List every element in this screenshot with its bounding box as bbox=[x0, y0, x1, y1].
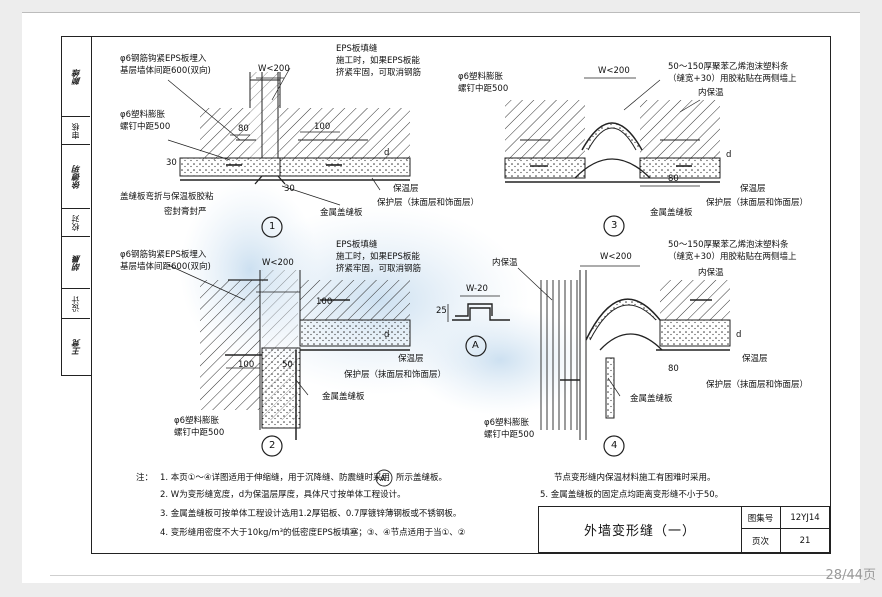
atlas-number: 12YJ14 bbox=[781, 507, 829, 529]
label-steel-bar-spacing-2: 基层墙体间距600(双向) bbox=[120, 262, 211, 272]
label-eps-fill-2: EPS板填缝 bbox=[336, 240, 378, 250]
label-construction-note-2b: 挤紧牢固，可取消钢筋 bbox=[336, 264, 422, 274]
label-steel-bar-1: φ6钢筋钩紧EPS板埋入 bbox=[120, 54, 207, 64]
label-anchor-spacing-3: 螺钉中距500 bbox=[458, 84, 509, 94]
label-dim-100-1: 100 bbox=[314, 122, 331, 132]
label-anchor-spacing-1: 螺钉中距500 bbox=[120, 122, 171, 132]
detail-number-4: 4 bbox=[611, 440, 618, 451]
note-a-marker: A bbox=[380, 474, 386, 483]
label-insulation-2: 保温层 bbox=[398, 354, 424, 364]
label-inner-insulation-4b: 内保温 bbox=[698, 268, 724, 278]
label-w200-2: W<200 bbox=[262, 258, 294, 268]
title-block: 外墙变形缝（一） 图集号 12YJ14 页次 21 bbox=[538, 506, 830, 553]
label-insulation-4: 保温层 bbox=[742, 354, 768, 364]
label-anchor-spacing-4: 螺钉中距500 bbox=[484, 430, 535, 440]
label-eps-fill-1: EPS板填缝 bbox=[336, 44, 378, 54]
label-protection-3: 保护层（抹面层和饰面层） bbox=[706, 198, 809, 208]
label-cover-board-1: 盖缝板弯折与保温板胶粘 bbox=[120, 192, 214, 202]
label-construction-note-1b: 挤紧牢固，可取消钢筋 bbox=[336, 68, 422, 78]
label-protection-1: 保护层（抹面层和饰面层） bbox=[377, 198, 480, 208]
detail-2-drawing bbox=[167, 264, 411, 457]
detail-number-3: 3 bbox=[611, 220, 618, 231]
sign-cell-check-label: 校对 bbox=[62, 209, 90, 237]
detail-1-drawing bbox=[167, 67, 411, 238]
detail-number-2: 2 bbox=[269, 440, 276, 451]
label-dim-80-1: 80 bbox=[238, 124, 249, 134]
label-w20-a: W-20 bbox=[466, 284, 488, 294]
label-plastic-anchor-3: φ6塑料膨胀 bbox=[458, 72, 504, 82]
label-dim-d-1: d bbox=[384, 148, 390, 158]
label-protection-4: 保护层（抹面层和饰面层） bbox=[706, 380, 809, 390]
page-number: 21 bbox=[799, 535, 811, 546]
dimension-lines bbox=[226, 77, 700, 369]
label-inner-insulation-3: 内保温 bbox=[698, 88, 724, 98]
label-dim-50-2: 50 bbox=[282, 360, 293, 370]
sign-cell-review: 徐德玥 bbox=[62, 145, 90, 209]
label-dim-d-4: d bbox=[736, 330, 742, 340]
note-4-continued: 节点变形缝内保温材料施工有困难时采用。 bbox=[554, 473, 716, 483]
label-dim-d-2: d bbox=[384, 330, 390, 340]
label-metal-cover-3: 金属盖缝板 bbox=[650, 208, 693, 218]
label-foam-strip-4a: 50～150厚聚苯乙烯泡沫塑料条 bbox=[668, 240, 789, 250]
label-insulation-1: 保温层 bbox=[393, 184, 419, 194]
sign-cell-approve-label: 审核 bbox=[62, 117, 90, 145]
label-steel-bar-spacing-1: 基层墙体间距600(双向) bbox=[120, 66, 211, 76]
label-foam-strip-3a: 50～150厚聚苯乙烯泡沫塑料条 bbox=[668, 62, 789, 72]
label-w200-4: W<200 bbox=[600, 252, 632, 262]
label-metal-cover-2: 金属盖缝板 bbox=[322, 392, 365, 402]
label-steel-bar-2: φ6钢筋钩紧EPS板埋入 bbox=[120, 250, 207, 260]
label-metal-cover-1: 金属盖缝板 bbox=[320, 208, 363, 218]
note-2: 2. W为变形缝宽度，d为保温层厚度，具体尺寸按单体工程设计。 bbox=[160, 490, 406, 500]
sign-cell-approve: 颜维 bbox=[62, 37, 90, 117]
label-dim-80-3: 80 bbox=[668, 174, 679, 184]
label-metal-cover-4: 金属盖缝板 bbox=[630, 394, 673, 404]
detail-3-drawing bbox=[504, 79, 721, 237]
label-dim-25-a: 25 bbox=[436, 306, 447, 316]
label-sealant-1: 密封膏封严 bbox=[164, 207, 207, 217]
label-plastic-anchor-1: φ6塑料膨胀 bbox=[120, 110, 166, 120]
label-construction-note-2a: 施工时，如果EPS板能 bbox=[336, 252, 420, 262]
detail-number-1: 1 bbox=[269, 221, 276, 232]
label-insulation-3: 保温层 bbox=[740, 184, 766, 194]
label-w200-1: W<200 bbox=[258, 64, 290, 74]
note-5: 5. 金属盖缝板的固定点均距离变形缝不小于50。 bbox=[540, 490, 724, 500]
label-inner-insulation-4a: 内保温 bbox=[492, 258, 518, 268]
label-dim-30-1: 30 bbox=[166, 158, 177, 168]
label-foam-strip-4b: （缝宽+30）用胶粘贴在两侧墙上 bbox=[668, 252, 797, 262]
label-w200-3: W<200 bbox=[598, 66, 630, 76]
note-1a: 1. 本页①～④详图适用于伸缩缝，用于沉降缝、防震缝时采用 bbox=[160, 473, 391, 483]
label-foam-strip-3b: （缝宽+30）用胶粘贴在两侧墙上 bbox=[668, 74, 797, 84]
label-dim-100-2a: 100 bbox=[316, 297, 333, 307]
label-dim-80-4: 80 bbox=[668, 364, 679, 374]
page-number-label: 页次 bbox=[741, 529, 781, 552]
signature-strip: 颜维 审核 徐德玥 校对 胡晨 设计 王竞 bbox=[61, 36, 91, 376]
label-anchor-spacing-2: 螺钉中距500 bbox=[174, 428, 225, 438]
label-dim-d-3: d bbox=[726, 150, 732, 160]
label-plastic-anchor-2: φ6塑料膨胀 bbox=[174, 416, 220, 426]
notes-prefix: 注： bbox=[136, 473, 154, 483]
sign-cell-design-label: 设计 bbox=[62, 289, 90, 319]
drawing-title: 外墙变形缝（一） bbox=[539, 507, 742, 552]
detail-letter-a: A bbox=[472, 340, 479, 351]
sign-cell-check: 胡晨 bbox=[62, 237, 90, 289]
label-protection-2: 保护层（抹面层和饰面层） bbox=[344, 370, 447, 380]
label-dim-100-2b: 100 bbox=[238, 360, 255, 370]
drawing-frame bbox=[91, 36, 831, 554]
note-3: 3. 金属盖缝板可按单体工程设计选用1.2厚铝板、0.7厚镀锌薄钢板或不锈钢板。 bbox=[160, 509, 462, 519]
atlas-number-label: 图集号 bbox=[741, 507, 781, 529]
label-dim-30-1b: 30 bbox=[284, 184, 295, 194]
sheet-bottom-line bbox=[50, 575, 860, 576]
page-counter: 28/44页 bbox=[825, 568, 876, 583]
label-construction-note-1a: 施工时，如果EPS板能 bbox=[336, 56, 420, 66]
detail-a-drawing bbox=[447, 295, 510, 357]
detail-4-drawing bbox=[517, 267, 731, 457]
note-4: 4. 变形缝用密度不大于10kg/m³的低密度EPS板填塞；③、④节点适用于当①… bbox=[160, 528, 466, 538]
note-1b: 所示盖缝板。 bbox=[396, 473, 448, 483]
label-plastic-anchor-4: φ6塑料膨胀 bbox=[484, 418, 530, 428]
